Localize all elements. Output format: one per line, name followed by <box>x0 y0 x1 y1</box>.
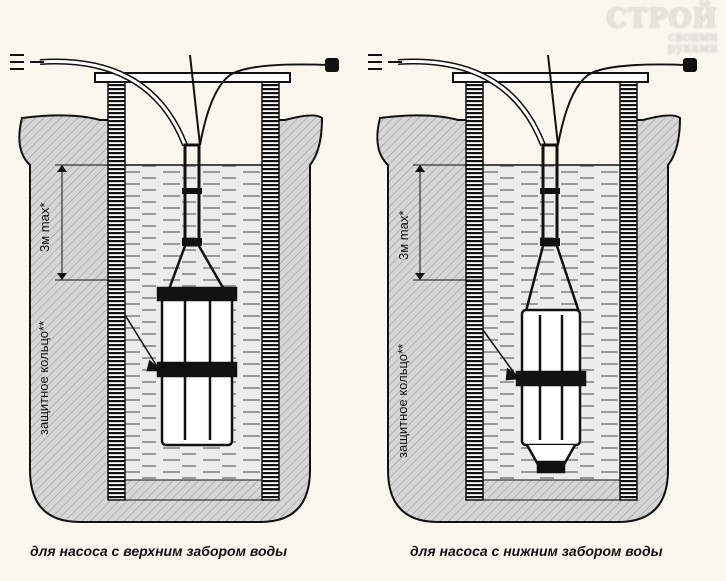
caption-right: для насоса с нижним забором воды <box>410 543 663 559</box>
caption-left: для насоса с верхним забором воды <box>30 543 288 559</box>
depth-label-left: 3м max* <box>37 202 52 252</box>
pump-lower-intake <box>482 245 587 474</box>
ring-label-left: защитное кольцо** <box>36 320 51 435</box>
pump-upper-intake <box>124 245 238 447</box>
logo-line2: своими <box>668 30 718 45</box>
depth-label-right: 3м max* <box>396 210 411 260</box>
ring-label-right: защитное кольцо** <box>395 343 410 458</box>
logo-line1: СТРОЙ <box>606 4 718 34</box>
logo-line3: руками <box>667 41 718 56</box>
site-logo: СТРОЙ своими руками <box>606 4 718 56</box>
